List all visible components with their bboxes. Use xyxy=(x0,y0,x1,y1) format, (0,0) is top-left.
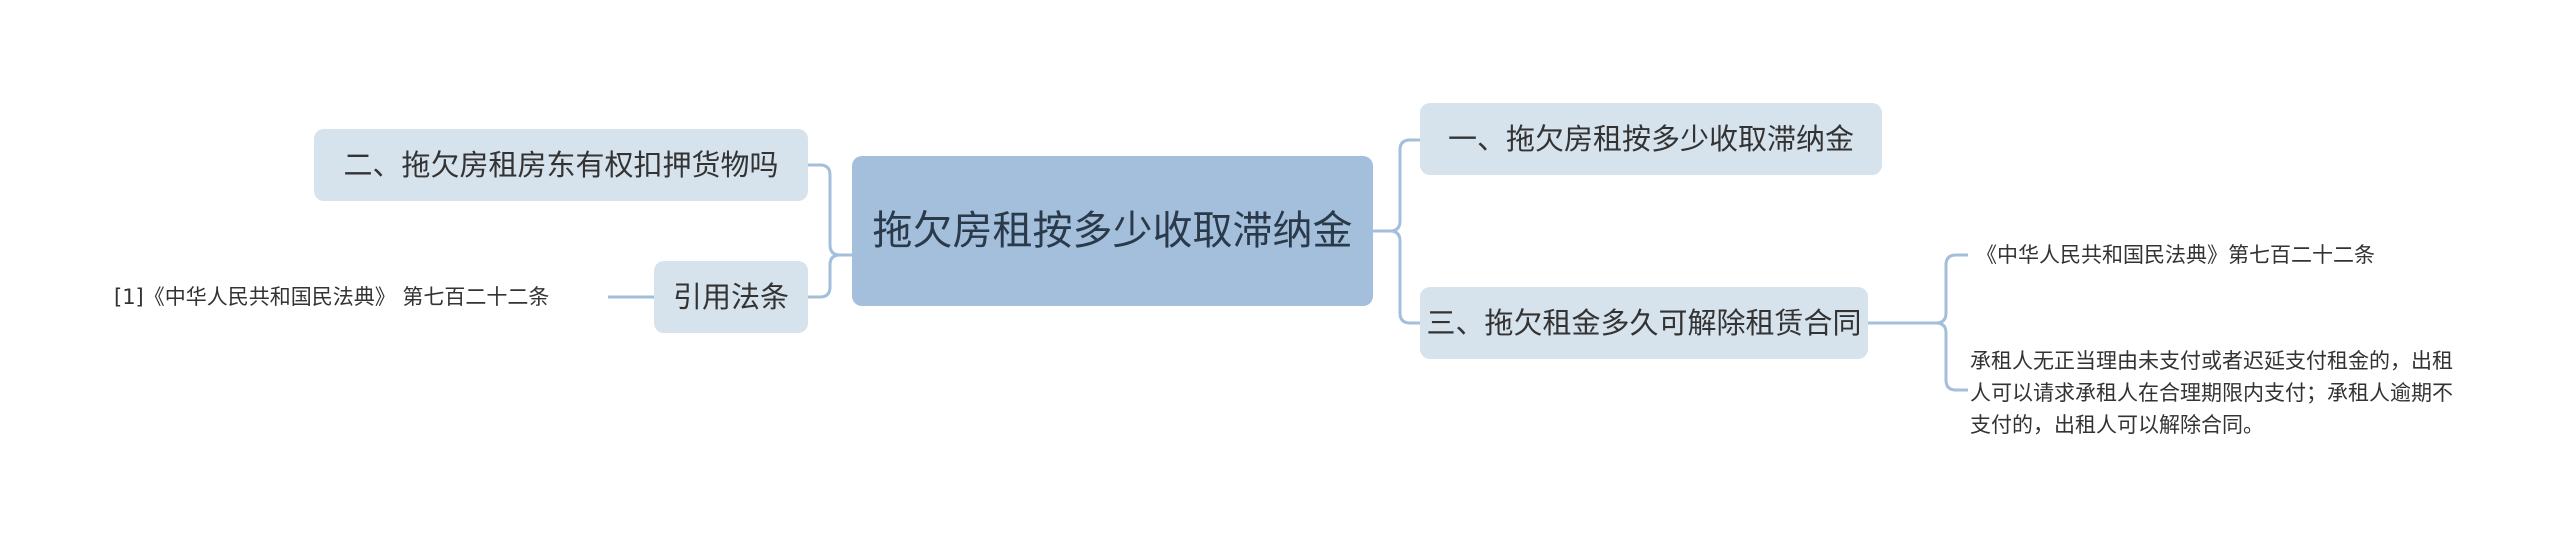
branch-seize-goods[interactable]: 二、拖欠房租房东有权扣押货物吗 xyxy=(314,129,808,201)
connector-branch3-leaf-2 xyxy=(1868,321,1968,392)
connector-root-right-1 xyxy=(1373,138,1420,233)
branch-late-fee-label: 一、拖欠房租按多少收取滞纳金 xyxy=(1447,122,1854,156)
connector-root-left-2 xyxy=(808,163,852,257)
branch-cited-law-label: 引用法条 xyxy=(672,280,789,314)
branch-seize-goods-label: 二、拖欠房租房东有权扣押货物吗 xyxy=(343,148,779,182)
leaf-article-text[interactable]: 承租人无正当理由未支付或者迟延支付租金的，出租人可以请求承租人在合理期限内支付；… xyxy=(1970,343,2458,443)
connector-root-left-cite xyxy=(808,253,852,299)
leaf-civil-code-article[interactable]: 《中华人民共和国民法典》第七百二十二条 xyxy=(1976,237,2456,273)
branch-late-fee[interactable]: 一、拖欠房租按多少收取滞纳金 xyxy=(1420,103,1882,175)
branch-cited-law[interactable]: 引用法条 xyxy=(654,261,808,333)
connector-root-right-3 xyxy=(1373,229,1420,325)
connector-branch3-leaf-1 xyxy=(1868,253,1968,325)
branch-terminate-lease-label: 三、拖欠租金多久可解除租赁合同 xyxy=(1426,306,1862,340)
root-topic-label: 拖欠房租按多少收取滞纳金 xyxy=(872,208,1353,254)
leaf-cited-article-label: [1]《中华人民共和国民法典》 第七百二十二条 xyxy=(114,285,550,309)
branch-terminate-lease[interactable]: 三、拖欠租金多久可解除租赁合同 xyxy=(1420,287,1868,359)
root-topic[interactable]: 拖欠房租按多少收取滞纳金 xyxy=(852,156,1373,306)
leaf-cited-article[interactable]: [1]《中华人民共和国民法典》 第七百二十二条 xyxy=(114,264,600,330)
leaf-article-text-label: 承租人无正当理由未支付或者迟延支付租金的，出租人可以请求承租人在合理期限内支付；… xyxy=(1970,349,2453,437)
leaf-civil-code-article-label: 《中华人民共和国民法典》第七百二十二条 xyxy=(1976,243,2375,267)
